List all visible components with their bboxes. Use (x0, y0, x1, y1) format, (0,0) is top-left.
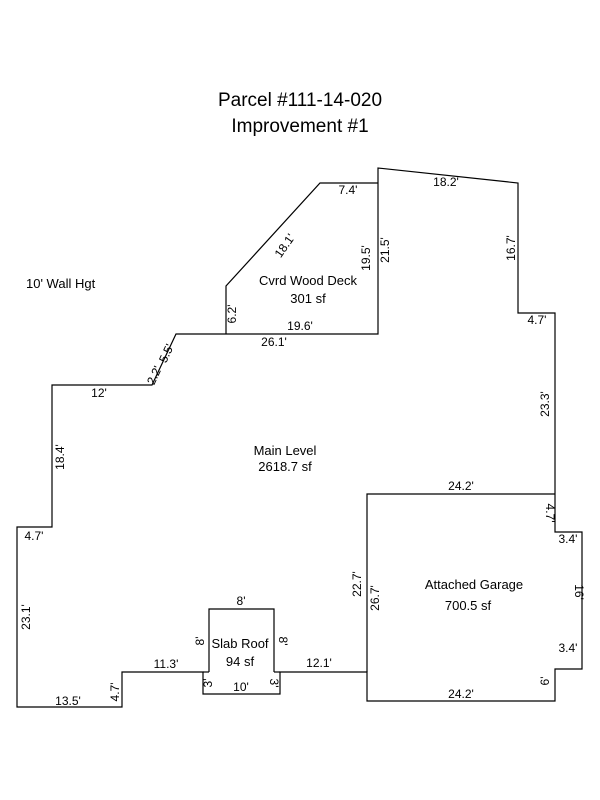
dim-upper-left: 12' (91, 386, 107, 400)
dim-right-upper: 16.7' (504, 235, 518, 261)
deck-outline (225, 182, 378, 334)
dim-slab-step-right: 3' (267, 679, 281, 688)
dim-right-mid: 23.3' (538, 391, 552, 417)
dim-left-jog: 4.7' (25, 529, 44, 543)
dim-deck-diag: 18.1' (272, 231, 298, 260)
main-area: 2618.7 sf (258, 459, 312, 474)
dim-garage-right-bottom: 6' (538, 677, 552, 686)
dim-slab-left: 8' (193, 637, 207, 646)
main-outline (16, 167, 583, 708)
dim-garage-left-inner: 26.7' (368, 585, 382, 611)
dim-top-right-wall: 21.5' (378, 237, 392, 263)
dim-garage-notch: 16' (572, 584, 586, 600)
dim-slab-right: 8' (276, 637, 290, 646)
dim-slab-bottom: 10' (233, 680, 249, 694)
dim-slab-step-left: 3' (201, 679, 215, 688)
garage-outline (366, 493, 555, 672)
main-name: Main Level (254, 443, 317, 458)
dim-garage-bottom: 24.2' (448, 687, 474, 701)
dim-bottom-right: 12.1' (306, 656, 332, 670)
deck-area: 301 sf (290, 291, 326, 306)
dim-deck-bottom: 19.6' (287, 319, 313, 333)
dim-left-upper: 18.4' (53, 444, 67, 470)
garage-area: 700.5 sf (445, 598, 492, 613)
deck-name: Cvrd Wood Deck (259, 273, 358, 288)
dim-right-jog: 4.7' (528, 313, 547, 327)
page-title: Parcel #111-14-020 (217, 90, 383, 111)
slab-area: 94 sf (226, 654, 255, 669)
dim-bottom-left: 13.5' (55, 694, 81, 708)
dim-deck-left: 6.2' (225, 305, 239, 324)
dim-bottom-mid: 11.3' (154, 657, 179, 671)
dim-left-lower: 23.1' (19, 604, 33, 630)
slab-outline (208, 608, 275, 672)
dim-garage-notch-bottom: 3.4' (559, 641, 578, 655)
dim-top-right: 18.2' (433, 175, 459, 189)
dim-garage-right-top: 4.7' (543, 504, 557, 523)
dim-main-top-left: 26.1' (261, 335, 287, 349)
dim-step-b: 5.5' (156, 342, 177, 365)
page-subtitle: Improvement #1 (231, 116, 369, 137)
dim-step-a: 2.2' (144, 364, 165, 387)
dim-garage-notch-top: 3.4' (559, 532, 578, 546)
dim-deck-right: 19.5' (359, 245, 373, 271)
dim-bottom-step: 4.7' (108, 683, 122, 702)
dim-garage-left-outer: 22.7' (350, 571, 364, 597)
dim-deck-top: 7.4' (339, 183, 358, 197)
dim-slab-top: 8' (237, 594, 246, 608)
slab-name: Slab Roof (211, 636, 268, 651)
garage-name: Attached Garage (425, 577, 523, 592)
wall-height-note: 10' Wall Hgt (26, 276, 96, 291)
dim-garage-top: 24.2' (448, 479, 474, 493)
